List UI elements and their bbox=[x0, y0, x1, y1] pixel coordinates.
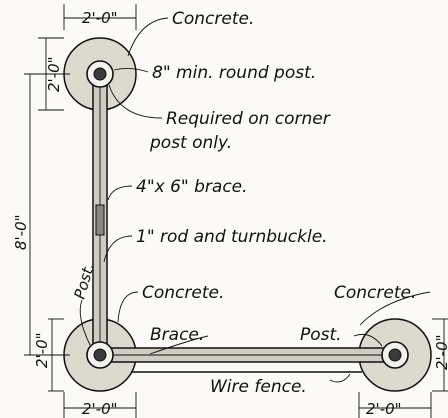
label-wire-fence: Wire fence. bbox=[210, 377, 307, 397]
dim-bottom-right-width: 2'-0" bbox=[366, 400, 402, 418]
label-round-post: 8" min. round post. bbox=[152, 63, 316, 83]
leader-brace bbox=[107, 185, 133, 201]
dim-left-height: 2'-0" bbox=[33, 332, 51, 368]
dim-main-height: 8'-0" bbox=[12, 214, 30, 250]
label-brace-bottom: Brace. bbox=[150, 325, 204, 345]
leader-brace-bottom bbox=[149, 335, 209, 355]
turnbuckle bbox=[95, 204, 105, 236]
label-post-right: Post. bbox=[300, 325, 342, 345]
leader-post-vertical bbox=[79, 299, 91, 346]
label-concrete-left: Concrete. bbox=[142, 283, 224, 303]
leader-wire-fence bbox=[329, 373, 351, 383]
label-rod: 1" rod and turnbuckle. bbox=[136, 227, 328, 247]
dim-top-width: 2'-0" bbox=[82, 9, 118, 27]
leader-post-right bbox=[353, 333, 383, 347]
corner-post-center bbox=[93, 348, 107, 362]
round-post-top-center bbox=[93, 67, 107, 81]
label-concrete-right: Concrete. bbox=[334, 283, 416, 303]
leader-concrete-left bbox=[117, 291, 139, 323]
label-concrete-top: Concrete. bbox=[172, 9, 254, 29]
leader-required bbox=[108, 84, 163, 119]
leader-concrete-right bbox=[359, 291, 431, 326]
leader-concrete-top bbox=[127, 17, 169, 57]
label-brace: 4"x 6" brace. bbox=[136, 177, 248, 197]
dim-bottom-left-width: 2'-0" bbox=[82, 400, 118, 418]
leader-rod bbox=[103, 235, 133, 263]
label-required-line1: Required on corner bbox=[166, 109, 331, 129]
dim-right-height: 2'-0" bbox=[433, 334, 448, 370]
leader-round-post bbox=[113, 67, 149, 73]
end-post-center bbox=[388, 348, 402, 362]
label-required-line2: post only. bbox=[149, 133, 232, 153]
